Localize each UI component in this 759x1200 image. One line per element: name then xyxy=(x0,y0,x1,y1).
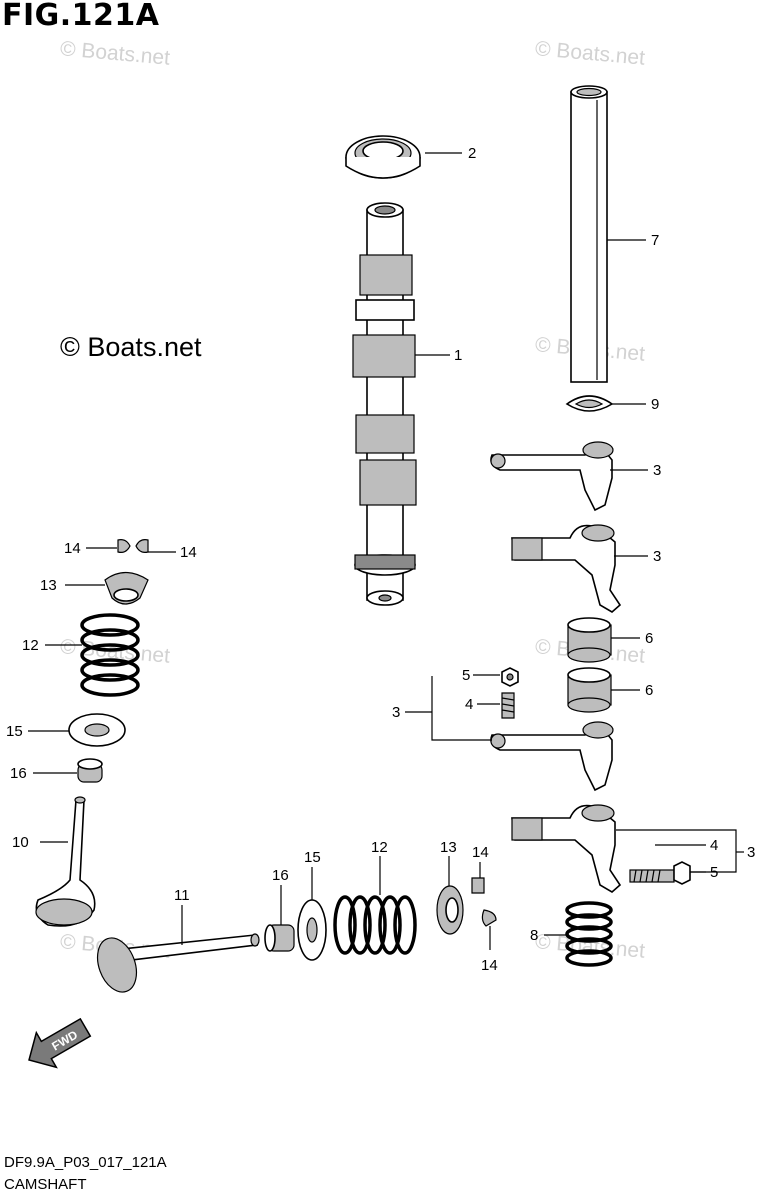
callout-12: 12 xyxy=(371,839,388,856)
figure-code: DF9.9A_P03_017_121A xyxy=(4,1154,167,1171)
callout-15: 15 xyxy=(304,849,321,866)
part-4-screw[interactable] xyxy=(501,692,515,719)
part-9-gasket[interactable] xyxy=(565,395,614,412)
part-12-spring[interactable] xyxy=(333,895,417,955)
callout-3: 3 xyxy=(747,844,755,861)
callout-15: 15 xyxy=(6,723,23,740)
callout-9: 9 xyxy=(651,396,659,413)
callout-3: 3 xyxy=(653,548,661,565)
callouts: 2 1 7 9 3 3 6 6 5 4 3 4 5 3 8 14 14 13 1… xyxy=(6,145,755,974)
callout-4: 4 xyxy=(465,696,473,713)
part-3-rocker-arm-middle[interactable] xyxy=(511,524,622,613)
part-15-seat[interactable] xyxy=(297,899,327,961)
callout-11: 11 xyxy=(174,887,190,904)
figure-name: CAMSHAFT xyxy=(4,1176,87,1193)
part-12-spring[interactable] xyxy=(80,613,140,697)
part-15-seat[interactable] xyxy=(68,713,126,747)
callout-2: 2 xyxy=(468,145,476,162)
watermark-main: © Boats.net xyxy=(60,332,202,362)
part-2-oil-seal[interactable] xyxy=(345,135,421,179)
callout-16: 16 xyxy=(272,867,289,884)
callout-3: 3 xyxy=(392,704,400,721)
part-8-spring[interactable] xyxy=(565,901,613,967)
callout-14: 14 xyxy=(64,540,81,557)
part-3-rocker-arm-bottom[interactable] xyxy=(511,804,622,893)
callout-14: 14 xyxy=(481,957,498,974)
part-6-spacer[interactable] xyxy=(567,667,612,713)
callout-13: 13 xyxy=(40,577,57,594)
callout-13: 13 xyxy=(440,839,457,856)
callout-1: 1 xyxy=(454,347,462,364)
part-13-retainer[interactable] xyxy=(104,571,149,605)
part-4-screw[interactable] xyxy=(629,869,675,883)
callout-7: 7 xyxy=(651,232,659,249)
part-5-nut[interactable] xyxy=(501,667,519,687)
callout-14: 14 xyxy=(472,844,489,861)
callout-6: 6 xyxy=(645,630,653,647)
figure-title: FIG.121A xyxy=(2,0,160,33)
part-16-seal[interactable] xyxy=(264,924,295,952)
callout-8: 8 xyxy=(530,927,538,944)
part-5-nut[interactable] xyxy=(673,861,691,885)
callout-14: 14 xyxy=(180,544,197,561)
part-14-cotter[interactable] xyxy=(117,539,149,553)
part-16-seal[interactable] xyxy=(77,758,103,783)
callout-5: 5 xyxy=(462,667,470,684)
callout-3: 3 xyxy=(653,462,661,479)
part-13-retainer[interactable] xyxy=(436,885,464,935)
callout-5: 5 xyxy=(710,864,718,881)
callout-6: 6 xyxy=(645,682,653,699)
part-3-rocker-arm-lower[interactable] xyxy=(490,721,614,792)
part-6-spacer[interactable] xyxy=(567,617,612,663)
part-14-cotter[interactable] xyxy=(471,877,497,927)
fwd-arrow-icon: FWD xyxy=(28,1017,92,1069)
callout-12: 12 xyxy=(22,637,39,654)
callout-16: 16 xyxy=(10,765,27,782)
leader-lines xyxy=(28,152,744,950)
callout-10: 10 xyxy=(12,834,29,851)
part-3-rocker-arm-upper[interactable] xyxy=(490,441,614,512)
part-7-pipe[interactable] xyxy=(570,85,608,383)
part-1-camshaft[interactable] xyxy=(352,202,417,606)
part-11-valve[interactable] xyxy=(91,933,260,998)
callout-4: 4 xyxy=(710,837,718,854)
part-10-valve[interactable] xyxy=(35,796,96,927)
